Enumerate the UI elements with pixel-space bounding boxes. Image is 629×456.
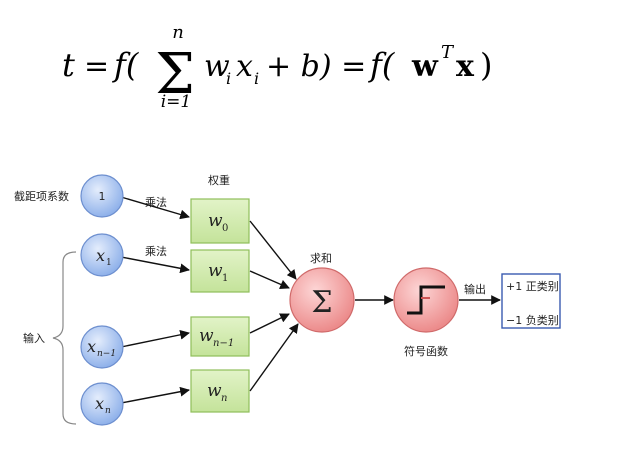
weight-box-w1: w 1 xyxy=(190,249,250,293)
formula-w-sub: i xyxy=(226,69,231,88)
svg-text:1: 1 xyxy=(222,273,228,284)
formula-x: x xyxy=(236,49,253,84)
sum-sign: Σ xyxy=(155,42,195,107)
svg-text:w: w xyxy=(199,326,214,346)
formula-eq: = xyxy=(84,49,109,84)
sum-lower: i=1 xyxy=(161,92,192,112)
edge-xn-wn xyxy=(120,386,190,404)
step-function-icon xyxy=(407,285,445,315)
formula-close: ) xyxy=(480,46,492,84)
svg-text:1: 1 xyxy=(106,258,112,268)
formula-t-sup: T xyxy=(441,42,455,63)
weights-title: 权重 xyxy=(208,173,230,187)
formula-x-sub: i xyxy=(254,69,259,88)
multiply-label-1: 乘法 xyxy=(145,195,167,209)
edge-bias-w0 xyxy=(120,196,190,220)
formula-t: t xyxy=(62,46,75,84)
formula-f1: f( xyxy=(112,46,140,84)
svg-text:x: x xyxy=(96,246,105,265)
class-positive: +1 正类别 xyxy=(506,279,559,293)
svg-text:w: w xyxy=(207,381,222,401)
formula: t = f( n Σ i=1 w i x i + b) = f( w T x ) xyxy=(62,22,492,112)
edge-w0-sum xyxy=(249,220,297,280)
svg-text:n−1: n−1 xyxy=(97,349,116,359)
svg-text:n: n xyxy=(221,393,227,404)
svg-text:n−1: n−1 xyxy=(213,338,234,349)
sum-label: 求和 xyxy=(310,252,332,265)
weight-box-w0: w 0 xyxy=(190,198,250,244)
weight-box-wn: w n xyxy=(190,369,250,413)
output-box: +1 正类别 −1 负类别 xyxy=(501,273,561,329)
input-label: 输入 xyxy=(23,331,45,345)
formula-f2: f( xyxy=(368,46,396,84)
svg-text:x: x xyxy=(95,394,104,413)
sign-function-label: 符号函数 xyxy=(404,345,448,358)
svg-text:w: w xyxy=(208,261,223,281)
edge-w1-sum xyxy=(249,270,290,289)
formula-plus-b: + b) = xyxy=(266,49,366,84)
connections xyxy=(120,196,501,404)
svg-text:0: 0 xyxy=(222,223,228,234)
formula-x-bold: x xyxy=(456,49,475,84)
bias-label: 截距项系数 xyxy=(14,189,69,203)
weight-box-wn-1: w n−1 xyxy=(190,316,250,357)
formula-w-bold: w xyxy=(411,49,439,84)
sum-symbol: Σ xyxy=(311,285,332,320)
output-label: 输出 xyxy=(464,282,486,296)
bias-value: 1 xyxy=(99,190,106,203)
input-brace xyxy=(52,251,77,425)
class-negative: −1 负类别 xyxy=(506,313,559,327)
input-node-x1: x 1 xyxy=(80,233,124,277)
svg-text:w: w xyxy=(208,211,223,231)
formula-w: w xyxy=(204,49,230,84)
edge-wn-sum xyxy=(249,323,299,392)
edge-xn1-wn1 xyxy=(120,329,190,348)
svg-text:x: x xyxy=(87,337,96,356)
bias-node: 1 xyxy=(80,174,124,218)
edge-wn1-sum xyxy=(249,313,290,334)
edge-x1-w1 xyxy=(120,256,190,274)
svg-text:n: n xyxy=(105,406,111,416)
multiply-label-2: 乘法 xyxy=(145,244,167,258)
input-node-xn: x n xyxy=(80,382,124,426)
sum-node: Σ xyxy=(289,267,355,333)
input-node-xn-1: x n−1 xyxy=(80,325,124,369)
sign-node xyxy=(393,267,459,333)
sum-upper: n xyxy=(172,22,184,43)
